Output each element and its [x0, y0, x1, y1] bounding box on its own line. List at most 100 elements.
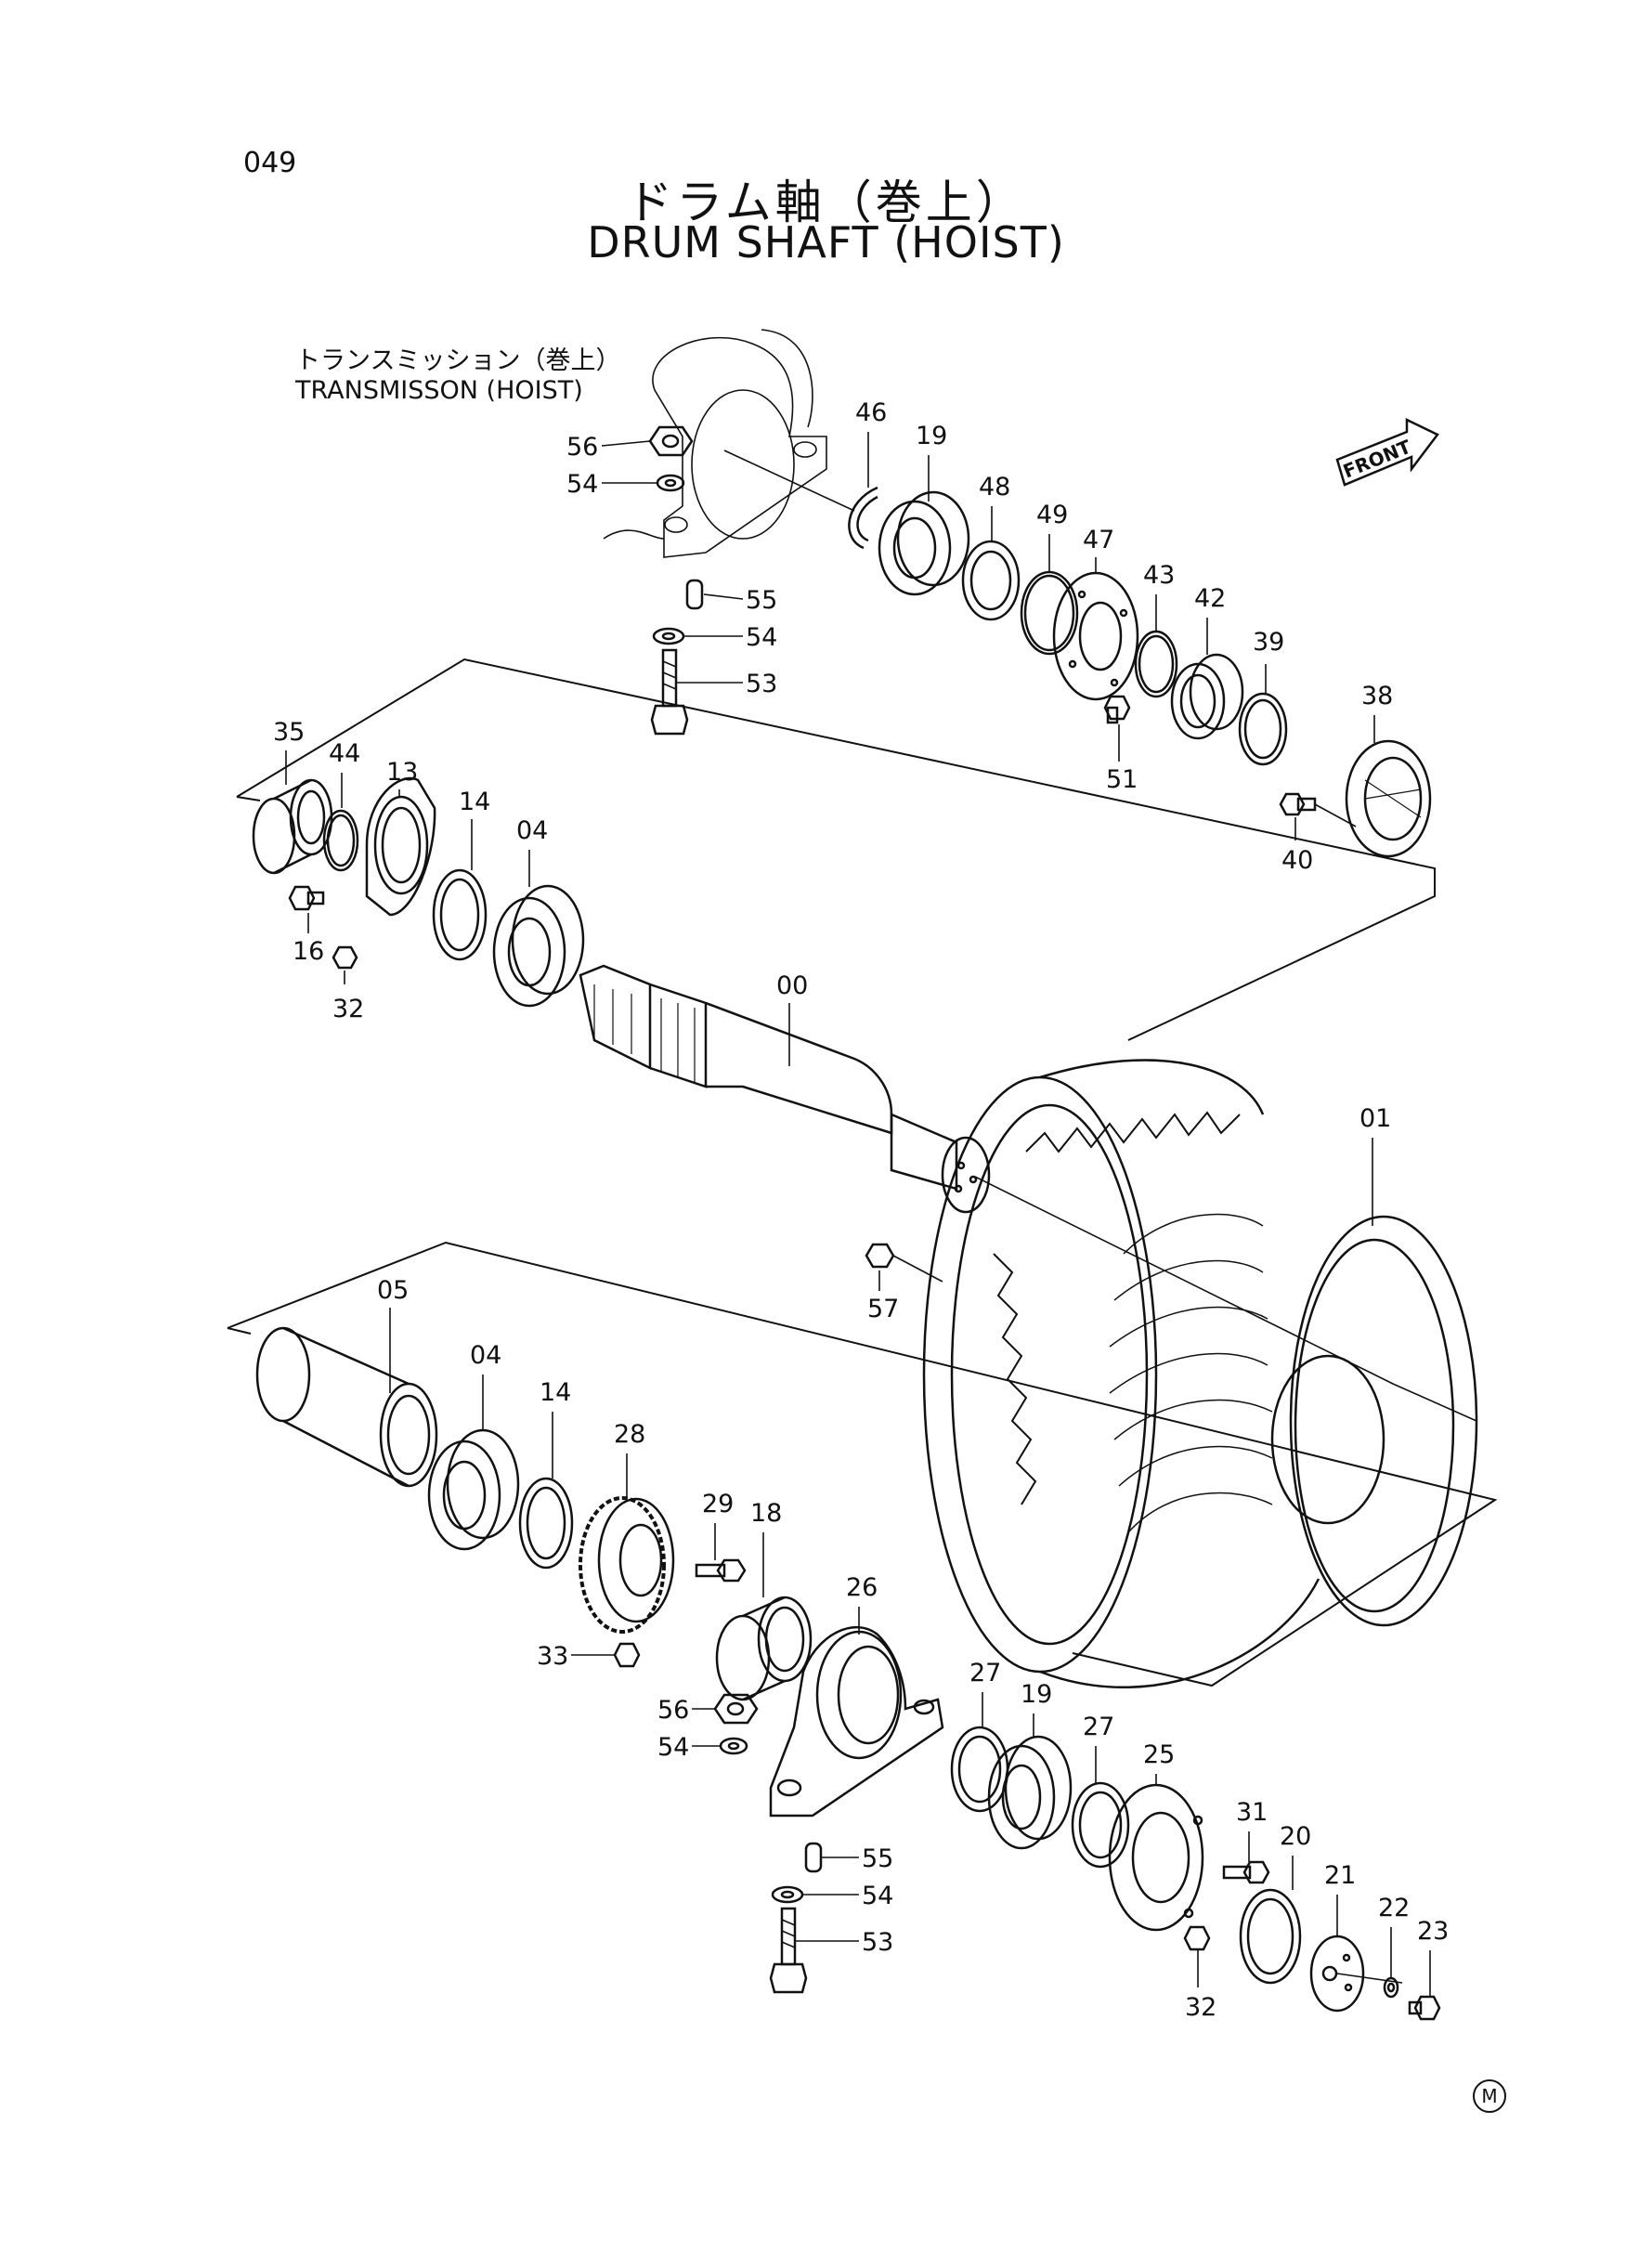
part-39-ring: [1238, 692, 1288, 766]
callout-20: 20: [1280, 1822, 1311, 1851]
part-44-o-ring: [322, 809, 359, 872]
callout-46: 46: [855, 398, 887, 427]
part-16-screw: [288, 885, 325, 911]
part-32-plug-lower: [1183, 1925, 1211, 1951]
callout-14: 14: [459, 788, 490, 816]
part-54-washer-lower: [719, 1737, 748, 1755]
assembly-label-english: TRANSMISSON (HOIST): [295, 376, 583, 405]
callout-05: 05: [377, 1276, 409, 1305]
callout-55: 55: [862, 1844, 893, 1873]
part-26-bearing-housing: [769, 1625, 944, 1818]
callout-42: 42: [1194, 584, 1226, 613]
callout-53: 53: [746, 670, 777, 698]
callout-38: 38: [1361, 682, 1393, 710]
part-38-nut: [1345, 739, 1432, 858]
part-47-cover: [1052, 571, 1139, 701]
callout-32: 32: [1185, 1993, 1216, 2022]
part-27-ring-b: [1071, 1781, 1130, 1869]
leader-lines: [285, 432, 1477, 1997]
callout-56: 56: [566, 433, 598, 462]
part-55-pin-lower: [804, 1842, 823, 1873]
part-54-washer: [652, 627, 685, 645]
housing-body: [652, 336, 827, 558]
part-25-flange: [1108, 1783, 1204, 1932]
callout-19: 19: [1021, 1680, 1052, 1709]
housing-bore: [691, 389, 795, 540]
callout-26: 26: [846, 1573, 878, 1602]
page-number: 049: [243, 147, 297, 179]
part-55-pin: [685, 579, 704, 610]
callout-33: 33: [537, 1642, 568, 1671]
part-04-bearing-lower: [427, 1428, 520, 1551]
callout-54: 54: [657, 1733, 689, 1762]
housing-bolt-hole-2: [664, 516, 688, 533]
part-32-plug: [332, 945, 358, 970]
callout-13: 13: [386, 758, 418, 787]
callout-23: 23: [1417, 1917, 1449, 1946]
part-48-seal: [961, 540, 1021, 621]
part-00-drum-shaft: [579, 964, 991, 1214]
lower-guide-line: [227, 1241, 1498, 1687]
lower-guide-tick: [227, 1327, 252, 1335]
callout-53: 53: [862, 1928, 893, 1957]
callout-00: 00: [776, 971, 808, 1000]
callout-51: 51: [1106, 765, 1138, 794]
callout-25: 25: [1143, 1740, 1175, 1769]
part-57-plug: [865, 1243, 895, 1269]
callout-01: 01: [1359, 1104, 1391, 1133]
part-31-bolt: [1222, 1860, 1270, 1884]
assembly-label-japanese: トランスミッション（巻上）: [295, 346, 621, 375]
callout-18: 18: [750, 1499, 782, 1528]
part-19-bearing-top: [878, 490, 970, 596]
part-53-bolt-lower: [769, 1907, 808, 1994]
part-14-ring-lower: [518, 1477, 574, 1570]
part-33-plug: [613, 1642, 641, 1668]
part-42-collar: [1170, 653, 1244, 740]
callout-54: 54: [566, 470, 598, 499]
corner-mark: M: [1473, 2079, 1506, 2113]
housing-flange: [603, 529, 665, 540]
part-49-o-ring: [1020, 570, 1079, 656]
part-13-retainer: [365, 776, 436, 917]
part-18-bushing: [715, 1596, 813, 1701]
part-23-bolt: [1408, 1995, 1441, 2021]
part-19-bearing-lower: [987, 1735, 1073, 1850]
callout-04: 04: [470, 1341, 501, 1370]
callout-21: 21: [1324, 1861, 1356, 1890]
front-arrow: FRONT: [1335, 418, 1439, 487]
part-05-spacer: [255, 1326, 438, 1488]
title-japanese: ドラム軸（巻上）: [626, 176, 1026, 229]
part-43-o-ring: [1134, 630, 1178, 698]
part-27-ring-a: [950, 1726, 1009, 1813]
callout-39: 39: [1253, 628, 1284, 657]
part-54-washer-top: [656, 474, 685, 492]
part-01-drum: [922, 1059, 1478, 1688]
callout-55: 55: [746, 586, 777, 615]
callout-43: 43: [1143, 561, 1175, 590]
part-53-bolt: [650, 648, 689, 736]
callout-27: 27: [1083, 1713, 1114, 1741]
part-54-washer-bottom: [771, 1885, 804, 1904]
callout-04: 04: [516, 816, 548, 845]
callout-48: 48: [979, 473, 1010, 502]
callout-49: 49: [1036, 501, 1068, 529]
transmission-housing: [603, 329, 827, 558]
callout-40: 40: [1281, 846, 1313, 875]
callout-44: 44: [329, 739, 360, 768]
callout-14: 14: [540, 1378, 571, 1407]
upper-guide-tick: [236, 796, 261, 801]
callout-29: 29: [702, 1490, 734, 1518]
callout-19: 19: [916, 422, 947, 450]
callout-27: 27: [969, 1659, 1001, 1687]
part-35-collar: [252, 778, 333, 875]
housing-arc: [761, 329, 813, 428]
callout-47: 47: [1083, 526, 1114, 554]
callout-57: 57: [867, 1295, 899, 1323]
callout-labels: 56 54 55 54 53 46 19 48 49 47 43 42 39 5…: [273, 398, 1449, 2022]
callout-31: 31: [1236, 1798, 1268, 1827]
part-29-bolt: [695, 1558, 747, 1583]
part-56-nut-top: [648, 425, 694, 457]
front-label: FRONT: [1340, 436, 1414, 483]
